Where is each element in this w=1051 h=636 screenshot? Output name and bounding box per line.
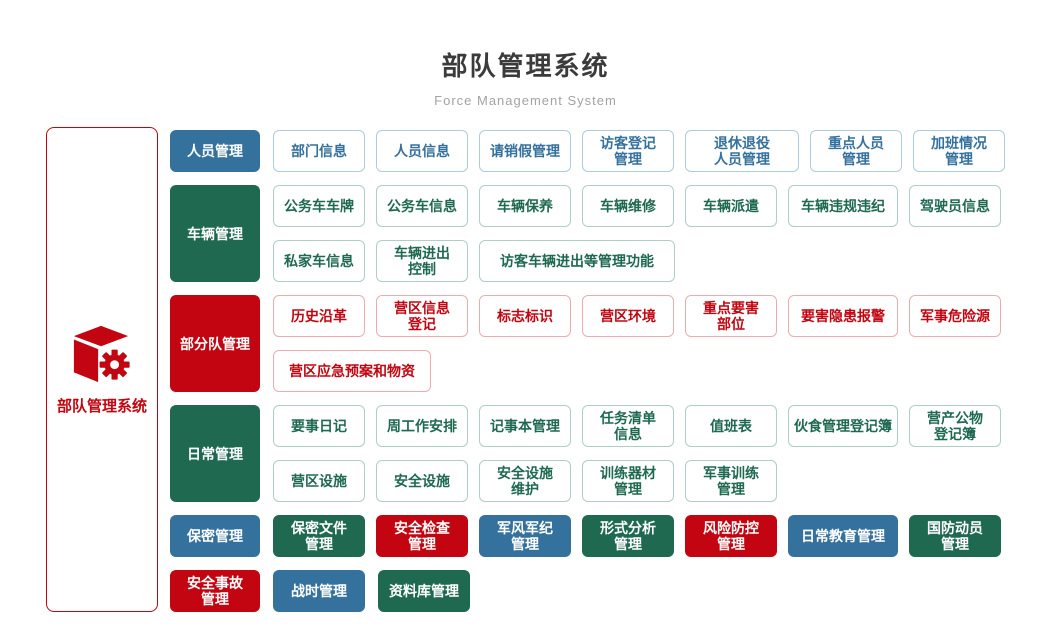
feature-row: 公务车车牌 公务车信息 车辆保养 车辆维修 车辆派遣 车辆违规违纪 驾驶员信息 xyxy=(273,185,1001,227)
feature-box: 请销假管理 xyxy=(479,130,571,172)
section-personnel: 人员管理 部门信息 人员信息 请销假管理 访客登记 管理 退休退役 人员管理 重… xyxy=(170,130,1005,172)
feature-box: 标志标识 xyxy=(479,295,571,337)
block-safety-accident: 安全事故 管理 xyxy=(170,570,260,612)
feature-box: 重点要害 部位 xyxy=(685,295,777,337)
feature-box: 风险防控 管理 xyxy=(685,515,777,557)
feature-box: 要事日记 xyxy=(273,405,365,447)
feature-box: 形式分析 管理 xyxy=(582,515,674,557)
category-daily: 日常管理 xyxy=(170,405,260,502)
feature-box: 访客登记 管理 xyxy=(582,130,674,172)
block-repository: 资料库管理 xyxy=(378,570,470,612)
feature-box: 历史沿革 xyxy=(273,295,365,337)
feature-row: 营区应急预案和物资 xyxy=(273,350,1001,392)
feature-box: 要害隐患报警 xyxy=(788,295,898,337)
feature-row: 保密文件 管理 安全检查 管理 军风军纪 管理 形式分析 管理 风险防控 管理 … xyxy=(273,515,1001,557)
feature-box: 退休退役 人员管理 xyxy=(685,130,799,172)
feature-box: 训练器材 管理 xyxy=(582,460,674,502)
feature-box: 营产公物 登记簿 xyxy=(909,405,1001,447)
feature-box: 部门信息 xyxy=(273,130,365,172)
feature-box: 日常教育管理 xyxy=(788,515,898,557)
sections-column: 人员管理 部门信息 人员信息 请销假管理 访客登记 管理 退休退役 人员管理 重… xyxy=(170,127,1005,612)
feature-box: 私家车信息 xyxy=(273,240,365,282)
feature-box: 车辆违规违纪 xyxy=(788,185,898,227)
page-title: 部队管理系统 xyxy=(441,51,610,81)
feature-box: 重点人员 管理 xyxy=(810,130,902,172)
feature-row: 部门信息 人员信息 请销假管理 访客登记 管理 退休退役 人员管理 重点人员 管… xyxy=(273,130,1005,172)
root-system-panel: 部队管理系统 xyxy=(46,127,158,612)
feature-box: 军事训练 管理 xyxy=(685,460,777,502)
feature-box: 记事本管理 xyxy=(479,405,571,447)
feature-box: 访客车辆进出等管理功能 xyxy=(479,240,675,282)
feature-box: 车辆保养 xyxy=(479,185,571,227)
feature-row: 私家车信息 车辆进出 控制 访客车辆进出等管理功能 xyxy=(273,240,1001,282)
cube-gear-icon xyxy=(73,325,130,383)
feature-box: 安全设施 xyxy=(376,460,468,502)
feature-box: 安全设施 维护 xyxy=(479,460,571,502)
page-subtitle: Force Management System xyxy=(434,93,617,108)
feature-box: 值班表 xyxy=(685,405,777,447)
feature-box: 车辆派遣 xyxy=(685,185,777,227)
feature-box: 人员信息 xyxy=(376,130,468,172)
root-system-label: 部队管理系统 xyxy=(56,398,147,415)
category-vehicle: 车辆管理 xyxy=(170,185,260,282)
category-secrecy: 保密管理 xyxy=(170,515,260,557)
section-unit: 部分队管理 历史沿革 营区信息 登记 标志标识 营区环境 重点要害 部位 要害隐… xyxy=(170,295,1005,392)
feature-box: 军事危险源 xyxy=(909,295,1001,337)
feature-row: 历史沿革 营区信息 登记 标志标识 营区环境 重点要害 部位 要害隐患报警 军事… xyxy=(273,295,1001,337)
feature-box: 保密文件 管理 xyxy=(273,515,365,557)
feature-box: 车辆进出 控制 xyxy=(376,240,468,282)
feature-box: 驾驶员信息 xyxy=(909,185,1001,227)
feature-box: 加班情况 管理 xyxy=(913,130,1005,172)
feature-box: 伙食管理登记簿 xyxy=(788,405,898,447)
category-unit: 部分队管理 xyxy=(170,295,260,392)
feature-box: 营区应急预案和物资 xyxy=(273,350,431,392)
feature-box: 营区环境 xyxy=(582,295,674,337)
section-vehicle: 车辆管理 公务车车牌 公务车信息 车辆保养 车辆维修 车辆派遣 车辆违规违纪 驾… xyxy=(170,185,1005,282)
category-personnel: 人员管理 xyxy=(170,130,260,172)
section-daily: 日常管理 要事日记 周工作安排 记事本管理 任务清单 信息 值班表 伙食管理登记… xyxy=(170,405,1005,502)
feature-box: 车辆维修 xyxy=(582,185,674,227)
header: 部队管理系统 Force Management System xyxy=(0,46,1051,108)
feature-box: 国防动员 管理 xyxy=(909,515,1001,557)
feature-box: 周工作安排 xyxy=(376,405,468,447)
feature-row: 要事日记 周工作安排 记事本管理 任务清单 信息 值班表 伙食管理登记簿 营产公… xyxy=(273,405,1001,447)
feature-box: 公务车车牌 xyxy=(273,185,365,227)
feature-row: 营区设施 安全设施 安全设施 维护 训练器材 管理 军事训练 管理 xyxy=(273,460,1001,502)
feature-box: 任务清单 信息 xyxy=(582,405,674,447)
feature-box: 安全检查 管理 xyxy=(376,515,468,557)
feature-box: 营区设施 xyxy=(273,460,365,502)
feature-box: 营区信息 登记 xyxy=(376,295,468,337)
block-wartime: 战时管理 xyxy=(273,570,365,612)
section-secrecy: 保密管理 保密文件 管理 安全检查 管理 军风军纪 管理 形式分析 管理 风险防… xyxy=(170,515,1005,557)
bottom-row: 安全事故 管理 战时管理 资料库管理 xyxy=(170,570,1005,612)
feature-box: 公务车信息 xyxy=(376,185,468,227)
feature-box: 军风军纪 管理 xyxy=(479,515,571,557)
diagram-body: 部队管理系统 人员管理 部门信息 人员信息 请销假管理 访客登记 管理 退休退役… xyxy=(46,127,1005,612)
